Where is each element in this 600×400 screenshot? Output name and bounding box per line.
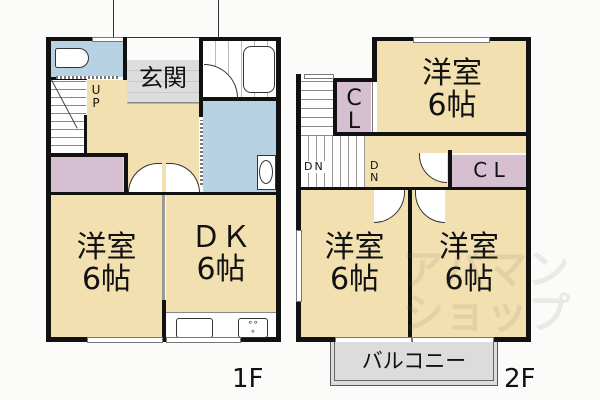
floor-label-1f: 1F — [232, 364, 264, 394]
dn-label-right: D N — [370, 159, 379, 184]
room-closet-2 — [452, 155, 526, 187]
floor-1f: 玄関 U P 洋室 6帖 ＤＫ 6帖 ∘∘∘ 1F — [0, 0, 290, 400]
balcony-inner — [334, 342, 494, 381]
window — [304, 74, 334, 79]
window[interactable] — [296, 230, 302, 302]
wall — [46, 337, 281, 342]
wall — [199, 37, 203, 117]
genkan-step — [127, 102, 199, 104]
floor-2f: 洋室 6帖 C L DN D N C L 洋室 6帖 洋室 6帖 アパマン ショ… — [290, 0, 600, 400]
wall — [162, 195, 165, 338]
wall — [296, 187, 530, 190]
room-closet — [51, 157, 123, 192]
wall — [161, 300, 166, 338]
western-room-1f-label: 洋室 6帖 — [76, 230, 137, 297]
wall — [123, 37, 127, 105]
room-genkan — [127, 60, 199, 103]
wall — [46, 37, 51, 342]
dk-label: ＤＫ 6帖 — [191, 220, 251, 287]
balcony-label: バルコニー — [361, 349, 467, 373]
western-room-2f-left-label: 洋室 6帖 — [324, 230, 385, 297]
wall — [124, 153, 128, 193]
wall — [51, 192, 277, 195]
wall — [46, 37, 126, 41]
wall — [199, 37, 281, 41]
floor-label-2f: 2F — [504, 364, 536, 394]
watermark: アパマン ショップ — [402, 245, 571, 339]
western-room-2f-right-label: 洋室 6帖 — [439, 230, 499, 297]
room-western-1f — [51, 195, 162, 337]
wall — [84, 115, 87, 153]
porch-outline — [113, 0, 219, 38]
wall — [448, 150, 452, 190]
genkan-label: 玄関 — [139, 64, 187, 92]
room-dk — [166, 195, 276, 312]
toilet-icon — [55, 48, 89, 68]
wall — [296, 74, 301, 342]
closet-1-door[interactable] — [372, 82, 377, 133]
sink-basin — [259, 160, 273, 184]
closet-1-label: C L — [346, 86, 362, 135]
wall — [333, 132, 530, 136]
western-room-2f-top-label: 洋室 6帖 — [422, 56, 482, 123]
wall — [333, 78, 377, 82]
dn-label-left: DN — [304, 160, 325, 173]
wall — [51, 153, 128, 157]
stairs-1f[interactable] — [51, 80, 86, 153]
stove-icon: ∘∘∘ — [238, 318, 268, 338]
wall — [372, 37, 377, 80]
window[interactable] — [166, 337, 241, 343]
balcony — [330, 342, 498, 386]
washroom-sliding-door[interactable] — [200, 120, 203, 185]
wall — [203, 97, 277, 101]
kitchen-sink-icon — [176, 318, 213, 338]
window[interactable] — [413, 37, 490, 43]
closet-2-label: C L — [473, 158, 505, 182]
window[interactable] — [87, 337, 163, 343]
wall — [408, 190, 412, 338]
toilet-sliding-door — [56, 76, 118, 79]
wall — [333, 78, 337, 136]
room-closet-1 — [337, 82, 371, 133]
bathtub-icon — [243, 46, 275, 93]
up-label: U P — [91, 83, 101, 110]
wall — [276, 37, 281, 342]
window — [92, 37, 124, 42]
